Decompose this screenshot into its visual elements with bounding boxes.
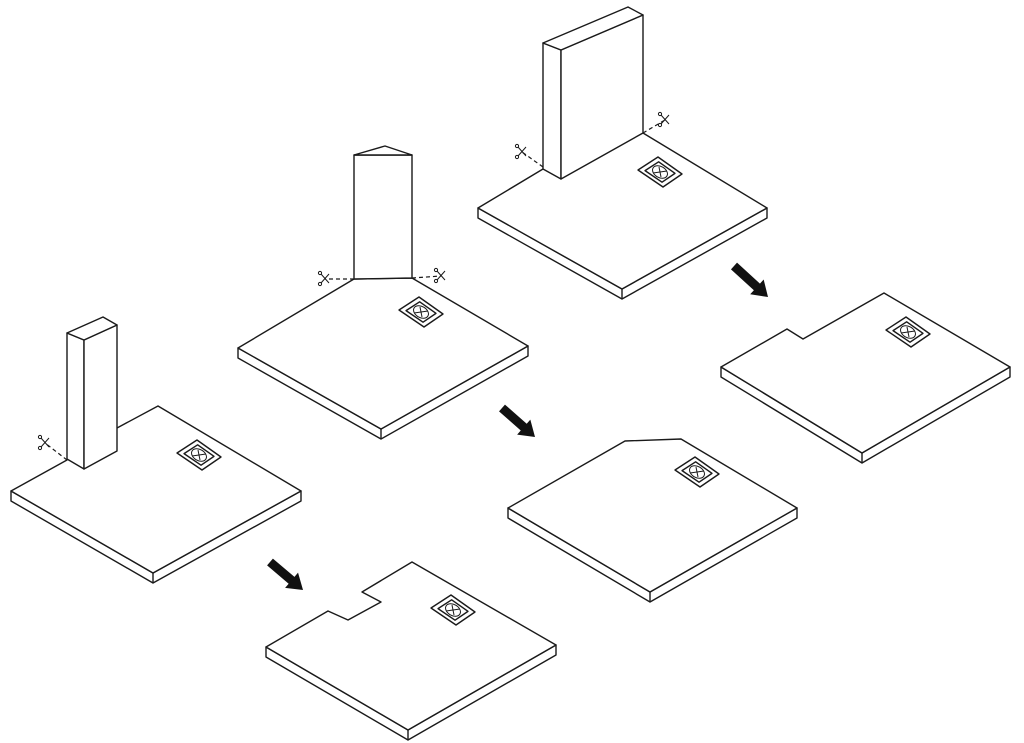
scissors-handle (433, 267, 439, 273)
panel-with-pentagonal-column (237, 277, 529, 440)
outlet-socket (445, 603, 461, 617)
scissors-blade (436, 270, 446, 281)
scissors-icon (411, 267, 446, 284)
panel-with-stepped-notch (265, 561, 557, 741)
panel-with-wall (477, 132, 768, 300)
scissors-icon (514, 143, 544, 168)
plate-top (237, 277, 529, 430)
cut-line (521, 151, 544, 168)
scissors-handle (37, 434, 43, 440)
scissors-handle (514, 143, 520, 149)
panel-with-narrow-column (10, 405, 302, 584)
column-face (66, 316, 118, 341)
plate-top (10, 405, 302, 574)
scissors-handle (317, 270, 323, 276)
outlet-icon (176, 439, 222, 471)
narrow-column (66, 316, 118, 470)
scissors-icon (642, 111, 670, 134)
scissors-handle (514, 154, 520, 160)
scissors-handle (433, 278, 439, 284)
arrow-down-right-icon (499, 404, 535, 437)
outlet-pin (695, 466, 699, 478)
panel-with-chamfered-corner (507, 438, 798, 603)
arrow-down-right-icon (267, 558, 303, 590)
outlet-icon (398, 296, 444, 328)
cut-line (44, 442, 68, 461)
outlet-pin (197, 449, 201, 461)
outlet-pin (419, 306, 423, 318)
scissors-blade (660, 114, 670, 125)
outlet-pin (906, 326, 910, 338)
scissors-icon (37, 434, 68, 461)
column-face (66, 332, 85, 470)
outlet-socket (689, 465, 705, 479)
scissors-handle (37, 445, 43, 451)
scissors-handle (657, 111, 663, 117)
arrow-down-right-icon (730, 262, 768, 297)
outlet-icon (885, 316, 931, 348)
pentagonal-column (353, 145, 413, 280)
scissors-icon (317, 270, 354, 287)
outlet-icon (674, 456, 720, 488)
outlet-pin (658, 166, 662, 178)
column-face (542, 6, 644, 51)
column-face (353, 145, 413, 156)
scissors-handle (657, 122, 663, 128)
plate-top (507, 438, 798, 593)
outlet-icon (637, 156, 683, 188)
scissors-blade (40, 437, 50, 448)
plate-top (265, 561, 557, 731)
plate-top (477, 132, 768, 290)
wall (542, 6, 644, 180)
cut-line (411, 275, 442, 279)
outlet-pin (451, 604, 455, 616)
scissors-blade (320, 273, 330, 284)
outlet-icon (430, 594, 476, 626)
panel-with-corner-notch (720, 292, 1011, 464)
outlet-socket (900, 325, 916, 339)
column-face (83, 324, 118, 470)
outlet-socket (191, 448, 207, 462)
outlet-socket (652, 165, 668, 179)
cut-line (642, 119, 666, 134)
plate-top (720, 292, 1011, 454)
scissors-handle (317, 281, 323, 287)
column-face (542, 42, 562, 180)
outlet-socket (413, 305, 429, 319)
column-face (353, 154, 413, 280)
scissors-blade (517, 146, 527, 157)
